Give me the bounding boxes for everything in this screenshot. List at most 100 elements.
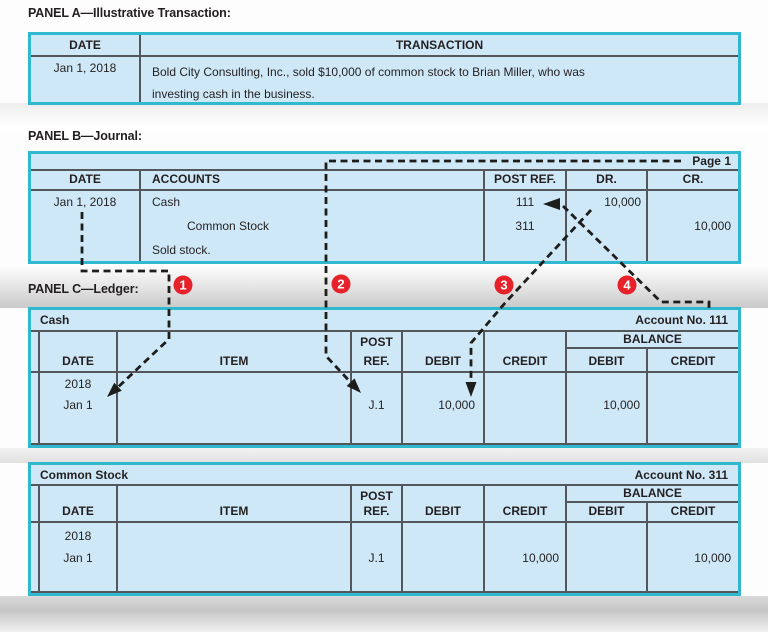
panel-b-label: PANEL B—Journal: [28,129,142,143]
balance-debit-header: DEBIT [567,503,648,521]
step-number-3: 3 [500,278,507,293]
ledger-postref-header: POST REF. [352,332,403,371]
ledger-margin-column [31,523,40,591]
ledger-margin-column [31,332,40,371]
cash-ledger-header-row: DATE ITEM POST REF. DEBIT CREDIT BALANCE… [31,332,738,373]
ledger-item-header: ITEM [118,486,352,521]
common-stock-ledger-title-row: Common Stock Account No. 311 [31,465,738,486]
ledger-postref-cell: J.1 [352,523,403,591]
journal-entry-rows: Jan 1, 2018 Cash Common Stock Sold stock… [31,191,738,261]
ledger-account-title: Common Stock [40,467,129,482]
journal-postref-column: 111 311 [485,191,567,261]
balance-header-text: BALANCE [567,486,738,503]
journal-postref-header: POST REF. [485,171,567,189]
ledger-debit-cell [403,523,485,591]
panel-a-label: PANEL A—Illustrative Transaction: [28,6,231,20]
panel-b-journal-table: Page 1 DATE ACCOUNTS POST REF. DR. CR. J… [28,151,741,264]
ledger-debit-amount: 10,000 [438,398,475,412]
journal-postref-311: 311 [515,219,535,233]
ledger-balance-header-group: BALANCE DEBIT CREDIT [567,332,738,371]
ledger-item-header: ITEM [118,332,352,371]
ledger-balance-credit-amount: 10,000 [694,551,731,565]
date-header-text: DATE [62,504,94,518]
post-header-text: POST [360,489,393,503]
ledger-item-cell [118,373,352,443]
transaction-text-line2: investing cash in the business. [152,87,315,101]
common-stock-ledger-data-row: 2018 Jan 1 J.1 10,000 10,000 [31,523,738,593]
journal-header-row: DATE ACCOUNTS POST REF. DR. CR. [31,171,738,191]
journal-cr-column: 10,000 [648,191,738,261]
panel-a-date-header: DATE [31,35,141,55]
post-header-text: POST [360,335,393,349]
ledger-account-number: Account No. 111 [635,313,728,327]
balance-credit-header: CREDIT [648,349,738,371]
ledger-margin-column [31,486,40,521]
ledger-postref-value: J.1 [368,551,385,565]
ledger-item-cell [118,523,352,591]
ledger-credit-header: CREDIT [485,486,567,521]
ledger-balance-debit-amount: 10,000 [603,398,640,412]
step-badge-3 [494,275,514,295]
journal-date-header: DATE [31,171,141,189]
journal-debit-account: Cash [152,195,181,209]
ledger-balance-header-group: BALANCE DEBIT CREDIT [567,486,738,521]
ledger-postref-value: J.1 [368,398,385,412]
step-badge-2 [331,274,351,294]
ledger-balance-credit-cell [648,373,738,443]
transaction-description: Bold City Consulting, Inc., sold $10,000… [141,57,738,102]
journal-page-label: Page 1 [692,154,731,168]
panel-c-label: PANEL C—Ledger: [28,282,139,296]
journal-memo: Sold stock. [152,243,211,257]
date-header-text: DATE [62,354,94,368]
debit-header-text: DEBIT [425,354,461,368]
item-header-text: ITEM [219,354,249,368]
ledger-postref-header: POST REF. [352,486,403,521]
journal-accounts-header: ACCOUNTS [141,171,485,189]
cash-ledger-table: Cash Account No. 111 DATE ITEM POST REF.… [28,307,741,448]
journal-dr-column: 10,000 [567,191,648,261]
ledger-account-number: Account No. 311 [634,467,728,482]
ledger-credit-header: CREDIT [485,332,567,371]
balance-credit-header: CREDIT [648,503,738,521]
balance-subheaders: DEBIT CREDIT [567,349,738,371]
ledger-balance-debit-cell [567,523,648,591]
ledger-date-cell: 2018 Jan 1 [40,373,118,443]
ledger-date-header: DATE [40,486,118,521]
transaction-date: Jan 1, 2018 [31,57,141,102]
balance-credit-header-text: CREDIT [670,504,716,518]
balance-debit-header-text: DEBIT [588,354,625,368]
cash-ledger-title-row: Cash Account No. 111 [31,310,738,332]
journal-page-row: Page 1 [31,154,738,171]
cash-ledger-data-row: 2018 Jan 1 J.1 10,000 10,000 [31,373,738,445]
balance-subheaders: DEBIT CREDIT [567,503,738,521]
journal-accounts-column: Cash Common Stock Sold stock. [141,191,485,261]
ledger-year: 2018 [64,529,92,543]
debit-header-text: DEBIT [425,504,461,518]
ledger-credit-amount: 10,000 [522,551,559,565]
balance-debit-header: DEBIT [567,349,648,371]
ledger-postref-cell: J.1 [352,373,403,443]
journal-credit-account: Common Stock [187,219,270,233]
panel-a-transaction-header: TRANSACTION [395,38,484,52]
balance-header-text: BALANCE [567,332,738,349]
step-number-4: 4 [623,278,631,293]
journal-dr-header: DR. [567,171,648,189]
journal-entry-date: Jan 1, 2018 [53,195,117,209]
transaction-text-line1: Bold City Consulting, Inc., sold $10,000… [152,65,585,79]
journal-credit-amount: 10,000 [694,219,731,233]
ledger-debit-cell: 10,000 [403,373,485,443]
gradient-band [0,448,768,463]
ledger-account-title: Cash [40,313,70,327]
ledger-entry-date: Jan 1 [63,398,93,412]
common-stock-ledger-table: Common Stock Account No. 311 DATE ITEM P… [28,462,741,596]
ledger-debit-header: DEBIT [403,486,485,521]
step-badges: 1 2 3 4 [173,274,637,295]
common-stock-ledger-header-row: DATE ITEM POST REF. DEBIT CREDIT BALANCE… [31,486,738,523]
ledger-entry-date: Jan 1 [63,551,93,565]
credit-header-text: CREDIT [502,504,548,518]
panel-a-transaction-table: DATE TRANSACTION Jan 1, 2018 Bold City C… [28,32,741,105]
item-header-text: ITEM [219,504,249,518]
balance-debit-header-text: DEBIT [588,504,625,518]
ledger-date-cell: 2018 Jan 1 [40,523,118,591]
